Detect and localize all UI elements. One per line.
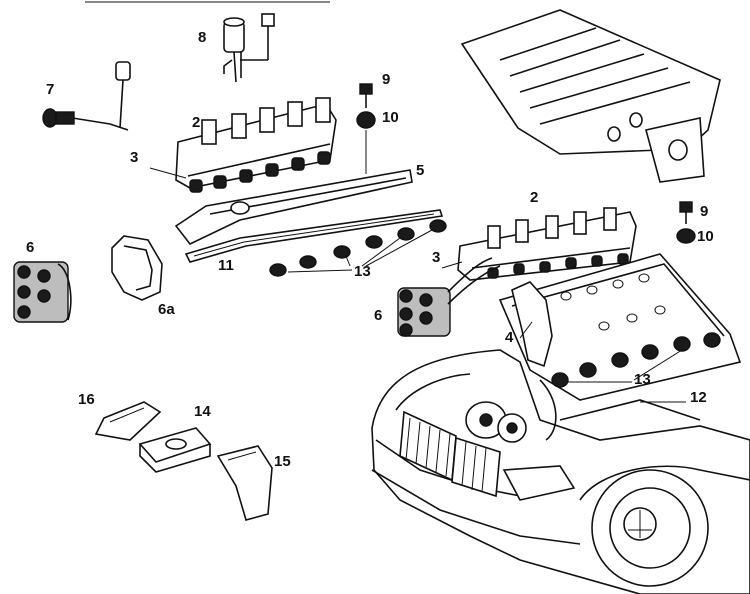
part-6-connector-left — [13, 261, 72, 323]
callout-2: 2 — [530, 189, 539, 206]
part-6-connector-right — [397, 257, 501, 337]
callout-6a: 6a — [158, 301, 175, 318]
callout-3: 3 — [130, 149, 139, 166]
callout-10: 10 — [697, 228, 714, 245]
callout-11: 11 — [218, 257, 234, 274]
callout-9: 9 — [382, 71, 391, 88]
leader-3-lower — [441, 261, 463, 269]
leader-3-upper — [149, 167, 187, 179]
callout-7: 7 — [46, 81, 55, 98]
part-8-connector — [223, 13, 275, 83]
part-16-shield — [94, 401, 162, 441]
callout-12: 12 — [690, 389, 707, 406]
callout-9: 9 — [700, 203, 709, 220]
callout-15: 15 — [274, 453, 291, 470]
part-9-10-upper — [356, 83, 376, 174]
callout-10: 10 — [382, 109, 399, 126]
callout-14: 14 — [194, 403, 211, 420]
callout-6: 6 — [26, 239, 35, 256]
leader-4 — [519, 321, 533, 339]
callout-6: 6 — [374, 307, 383, 324]
part-14-cover — [138, 427, 212, 473]
intake-manifold — [460, 9, 721, 183]
part-9-10-right — [676, 201, 696, 244]
part-2-coil-bar-upper — [175, 97, 337, 193]
part-6a-bracket — [111, 235, 163, 301]
part-13-grommets-upper — [269, 219, 447, 277]
callout-16: 16 — [78, 391, 95, 408]
part-7-sensor — [42, 61, 131, 131]
callout-13: 13 — [634, 371, 651, 388]
callout-8: 8 — [198, 29, 207, 46]
callout-4: 4 — [505, 329, 514, 346]
callout-13: 13 — [354, 263, 371, 280]
part-11-gasket — [184, 209, 444, 263]
part-5-cover — [174, 169, 413, 246]
part-4-bracket — [511, 281, 553, 368]
car-front — [371, 349, 750, 594]
callout-5: 5 — [416, 162, 425, 179]
callout-3: 3 — [432, 249, 441, 266]
valve-cover — [498, 253, 742, 401]
part-13-grommets-lower — [551, 332, 721, 388]
callout-2: 2 — [192, 114, 201, 131]
part-15-shield — [216, 445, 273, 521]
